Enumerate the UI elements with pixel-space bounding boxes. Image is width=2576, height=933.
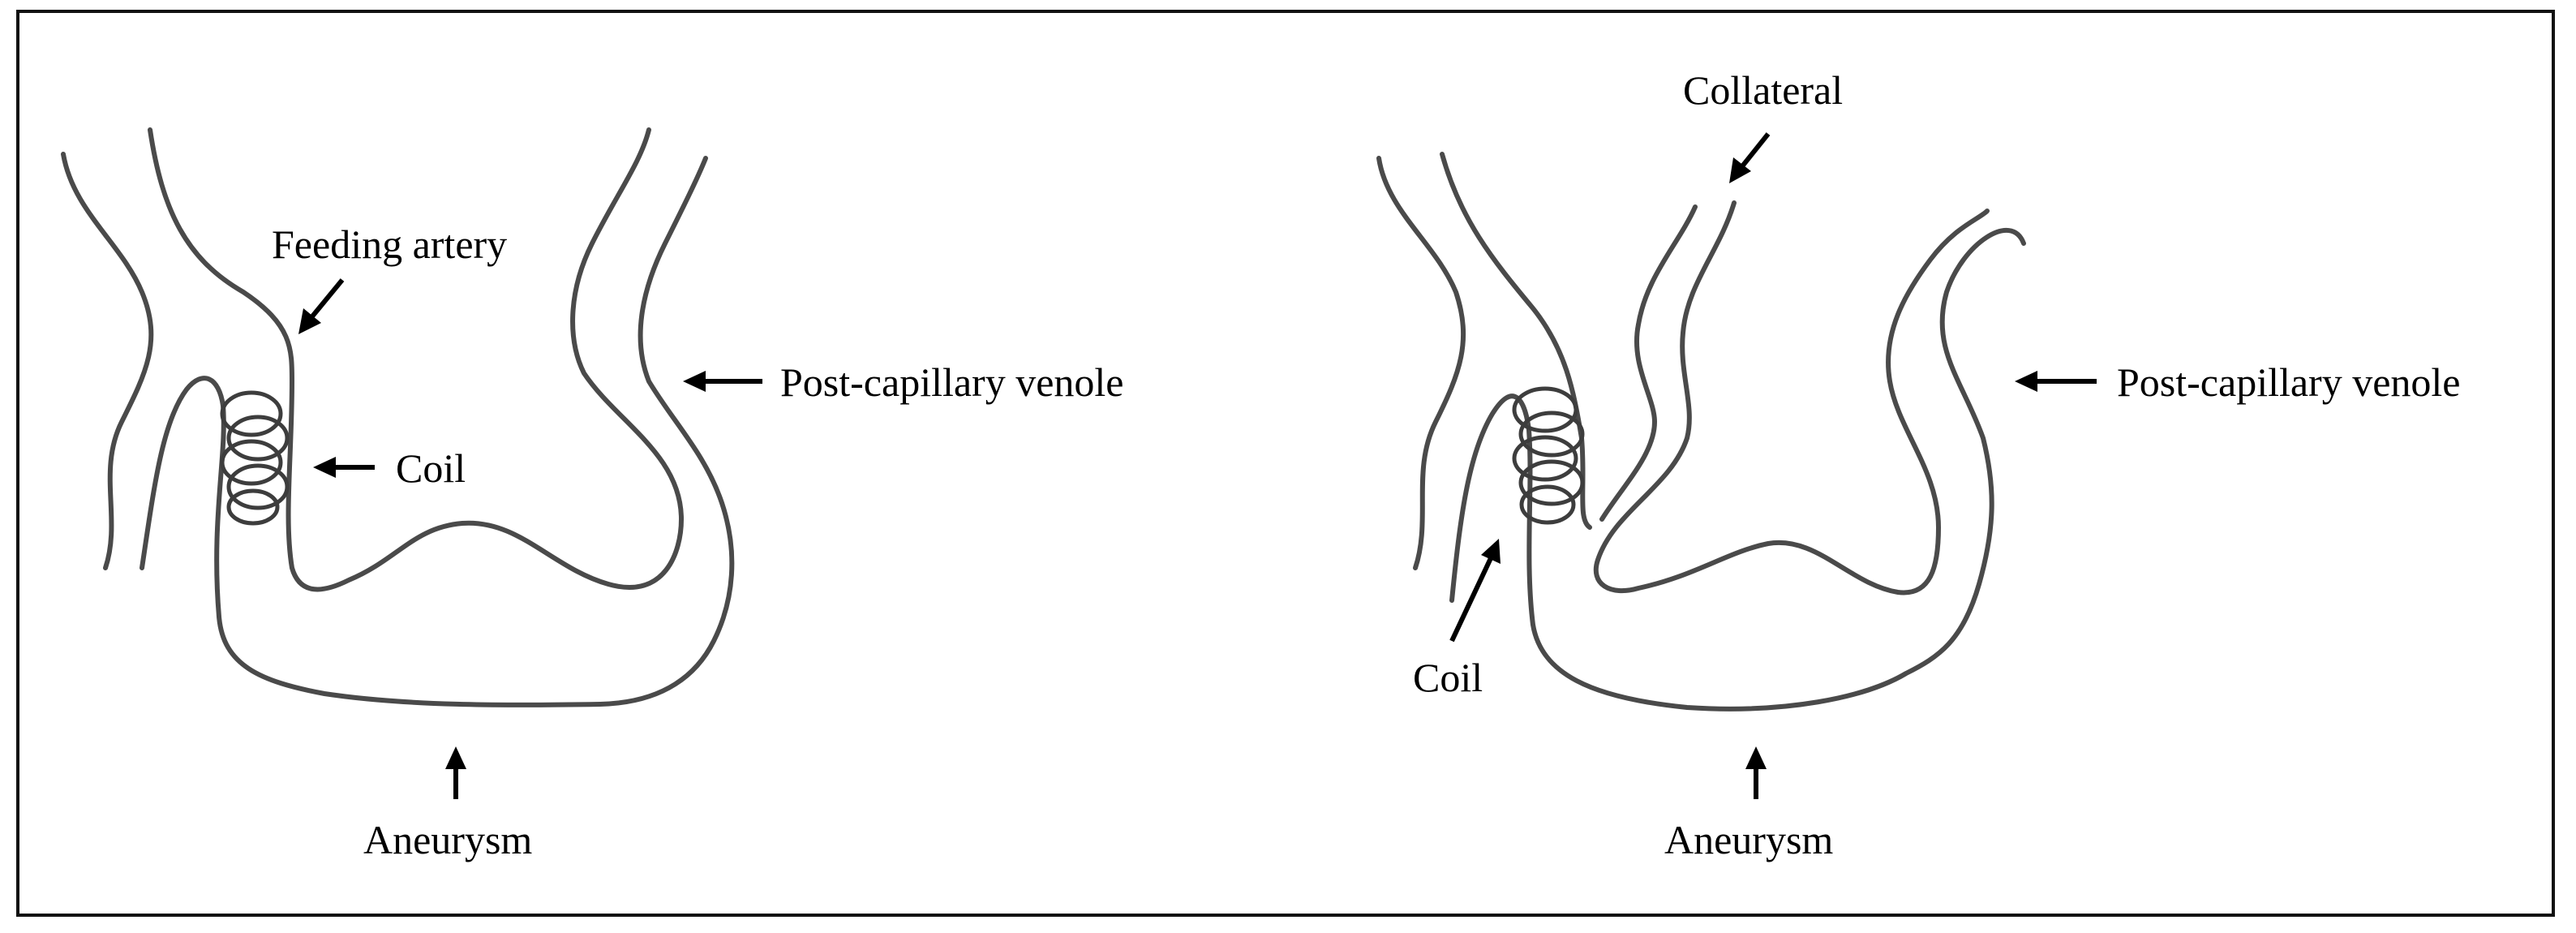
- right-coil-loop: [1519, 484, 1576, 525]
- panel-right: Collateral Coil Post-capillary venole An…: [1376, 67, 2461, 862]
- right-coil-loop: [1518, 459, 1585, 506]
- left-coil-loop: [226, 463, 290, 510]
- right-artery-outer-wall: [1376, 156, 1466, 570]
- right-coil: [1512, 386, 1585, 525]
- right-coil-arrow: [1449, 539, 1501, 643]
- left-artery-outer-wall: [61, 152, 154, 570]
- left-coil-loop: [220, 439, 283, 486]
- right-collateral-outer-wall: [1599, 204, 1698, 522]
- right-collateral-arrow: [1729, 132, 1771, 183]
- right-collateral-label: Collateral: [1683, 67, 1843, 113]
- right-coil-loop: [1512, 386, 1578, 433]
- left-venole-arrow: [683, 371, 762, 392]
- right-coil-label: Coil: [1413, 655, 1483, 700]
- left-aneurysm-sac: [140, 156, 735, 707]
- panel-left: Feeding artery Coil Post-capillary venol…: [61, 127, 1124, 862]
- right-aneurysm-arrow: [1745, 746, 1767, 799]
- left-aneurysm-label: Aneurysm: [363, 817, 532, 862]
- left-feeding-artery-arrow: [298, 278, 345, 334]
- left-artery-inner-wall: [148, 127, 684, 592]
- left-coil-loop: [220, 390, 283, 437]
- right-post-capillary-venole-label: Post-capillary venole: [2117, 359, 2461, 405]
- left-feeding-artery-label: Feeding artery: [272, 221, 507, 267]
- right-collateral-inner-wall: [1594, 200, 1990, 595]
- left-aneurysm-arrow: [445, 746, 466, 799]
- figure-border: [16, 10, 2555, 917]
- right-coil-loop: [1512, 435, 1578, 482]
- left-coil-loop: [226, 488, 280, 526]
- right-coil-loop: [1518, 411, 1585, 458]
- left-coil: [220, 390, 290, 526]
- right-aneurysm-sac: [1449, 227, 2026, 712]
- right-venole-arrow: [2015, 371, 2097, 392]
- right-aneurysm-label: Aneurysm: [1664, 817, 1833, 862]
- left-coil-loop: [226, 415, 290, 462]
- left-post-capillary-venole-label: Post-capillary venole: [780, 359, 1124, 405]
- left-coil-label: Coil: [396, 445, 466, 491]
- left-coil-arrow: [313, 457, 375, 478]
